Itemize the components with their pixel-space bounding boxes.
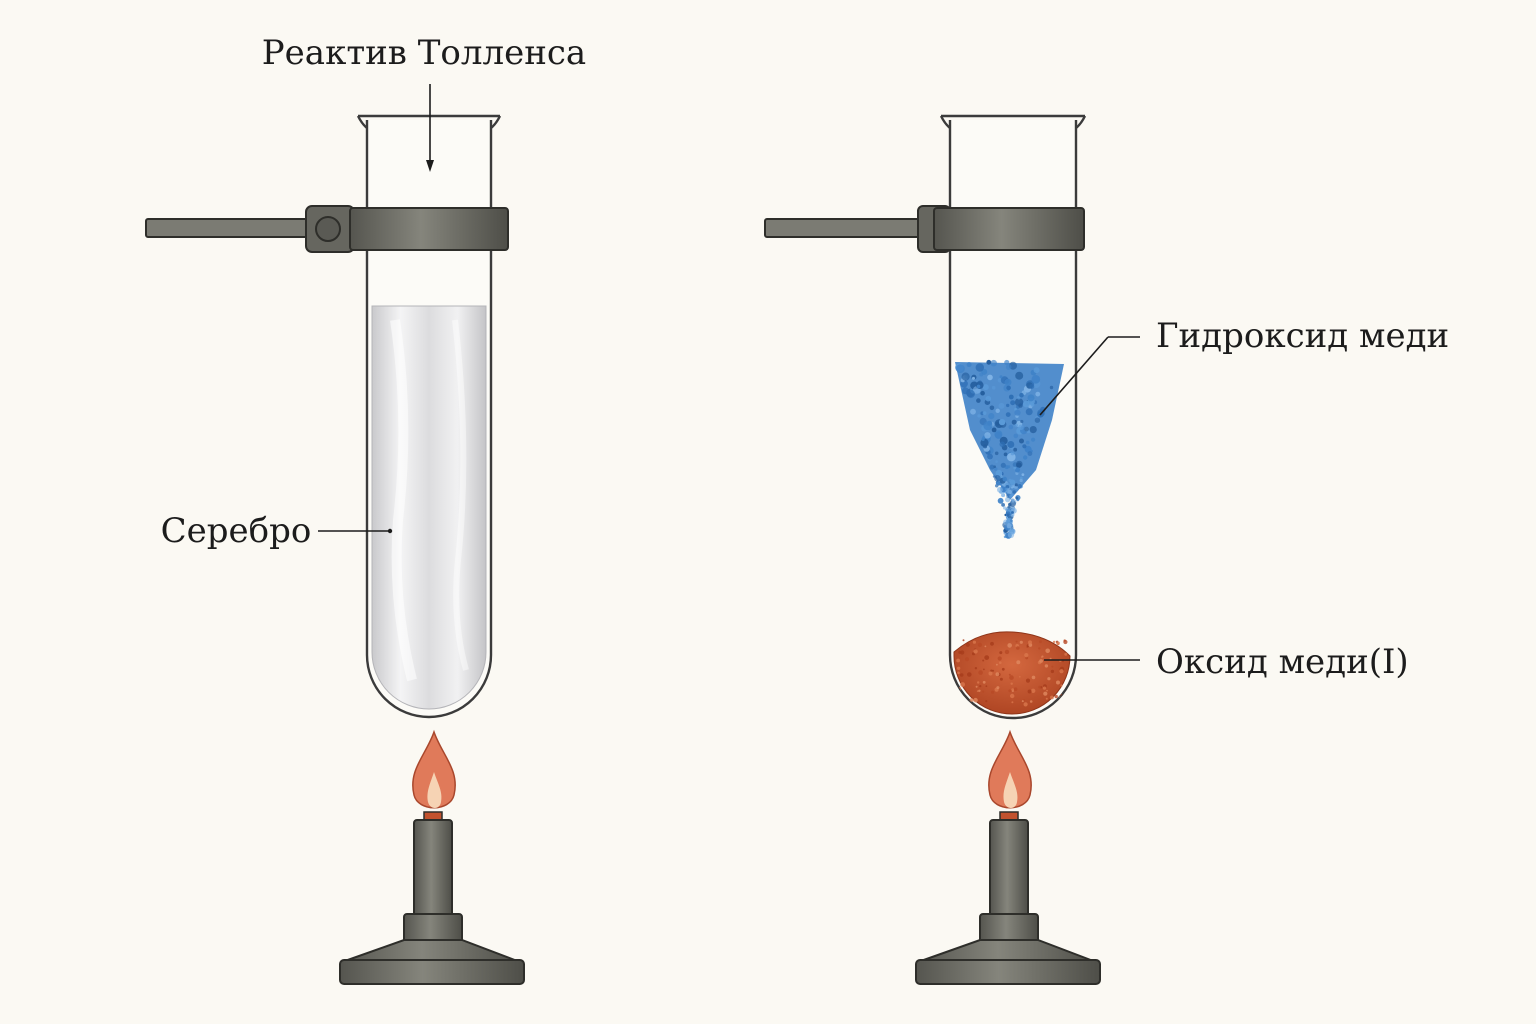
left-clamp-screw-icon <box>315 216 341 242</box>
silver-coating <box>371 305 487 710</box>
right-clamp-rod <box>764 218 926 238</box>
copper-oxide-sediment <box>953 631 1071 715</box>
right-apparatus <box>764 114 1101 985</box>
silver-highlight-2 <box>452 319 469 671</box>
leader-silver-dot <box>387 528 393 534</box>
left-bunsen-burner <box>339 811 525 985</box>
label-silver: Серебро <box>161 511 312 551</box>
copper-hydroxide-speckles <box>955 359 1054 539</box>
left-clamp-band <box>349 207 509 251</box>
copper-hydroxide-precipitate <box>955 359 1064 539</box>
label-copper-hydroxide: Гидроксид меди <box>1156 316 1449 356</box>
right-tube-rim <box>939 115 1087 129</box>
right-flame-core <box>1003 772 1018 808</box>
leader-tollens-arrow-icon <box>426 160 434 172</box>
left-clamp-rod <box>145 218 313 238</box>
label-tollens-reagent: Реактив Толленса <box>262 33 586 73</box>
right-clamp-band <box>933 207 1085 251</box>
leader-hydroxide-a <box>1039 336 1109 416</box>
left-test-tube-rim <box>356 115 502 129</box>
right-bunsen-burner <box>915 811 1101 985</box>
left-flame-core <box>427 772 442 808</box>
label-copper-oxide: Оксид меди(I) <box>1156 642 1409 682</box>
left-apparatus <box>145 114 525 985</box>
silver-highlight <box>390 319 417 682</box>
